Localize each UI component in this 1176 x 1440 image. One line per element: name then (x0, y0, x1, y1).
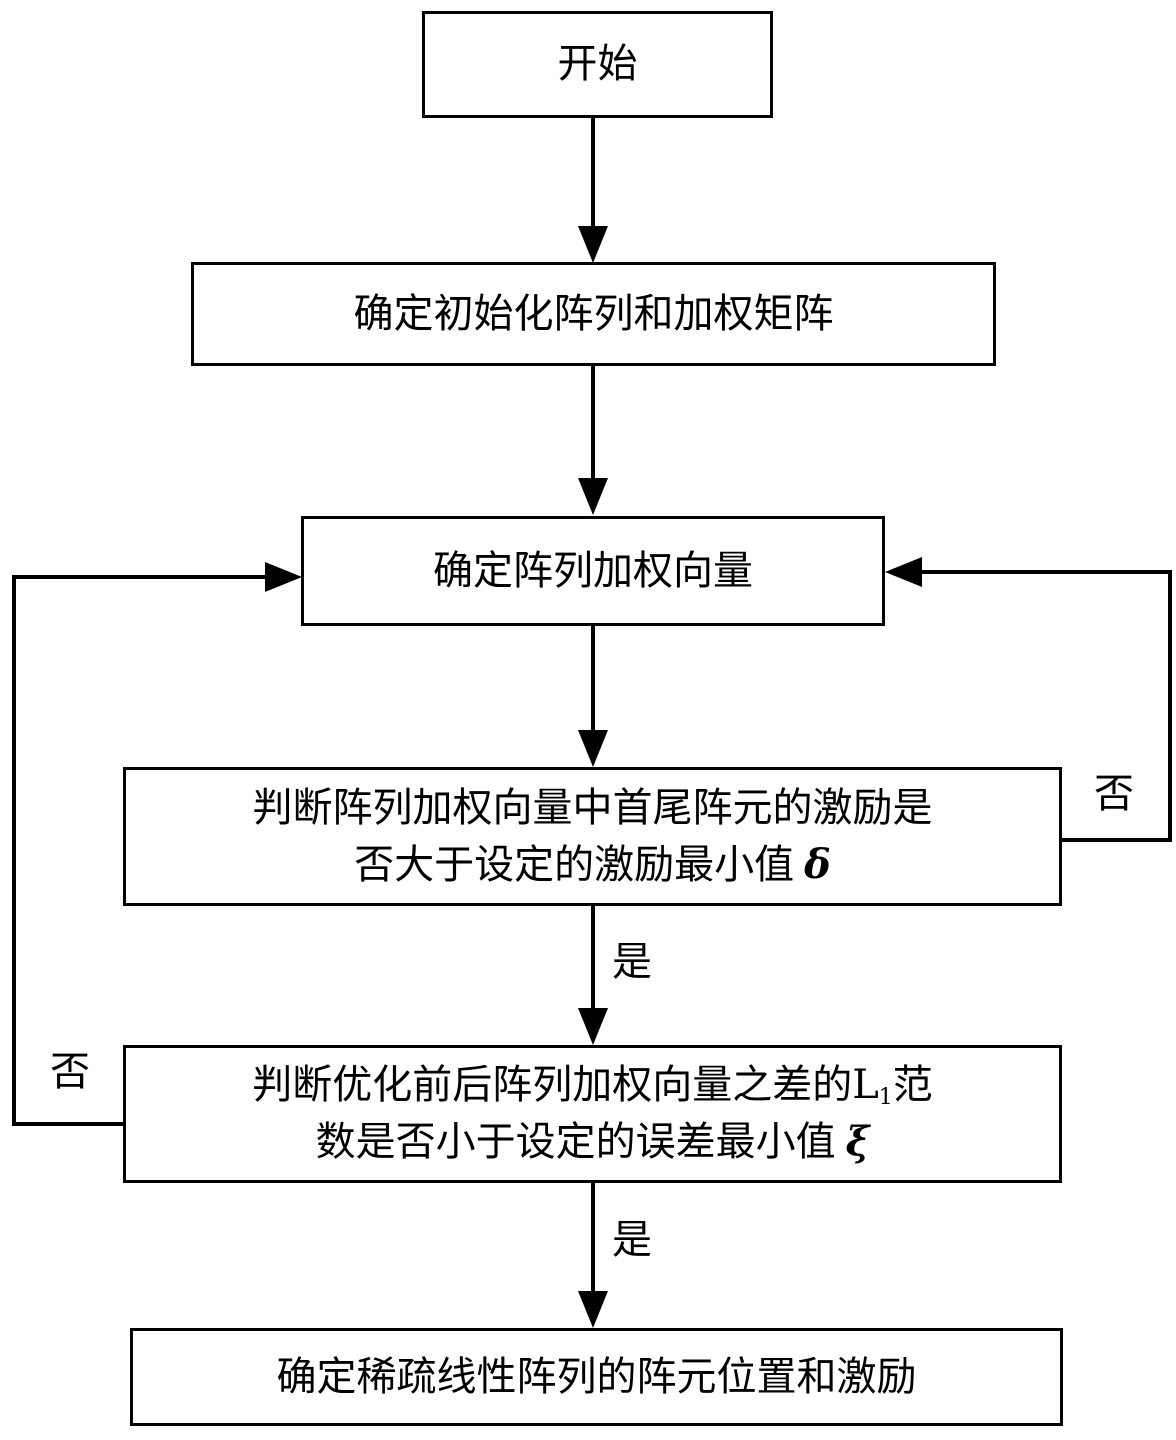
excitation-decision-line1: 判断阵列加权向量中首尾阵元的激励是 (253, 780, 933, 837)
weight-vector-label: 确定阵列加权向量 (433, 543, 753, 600)
arrowhead-start-to-init (578, 226, 608, 263)
arrowhead-excitation-to-norm (578, 1008, 608, 1045)
norm-decision-line1-suffix: 范 (893, 1062, 933, 1108)
norm-subscript: 1 (879, 1085, 893, 1110)
edge-label-excitation-no: 否 (1094, 774, 1134, 814)
result-node: 确定稀疏线性阵列的阵元位置和激励 (130, 1328, 1063, 1426)
weight-vector-node: 确定阵列加权向量 (301, 516, 885, 626)
start-label: 开始 (558, 36, 638, 93)
start-node: 开始 (422, 11, 773, 118)
excitation-decision-line2: 否大于设定的激励最小值 (354, 842, 794, 888)
norm-decision-node: 判断优化前后阵列加权向量之差的L1范 数是否小于设定的误差最小值ξ (123, 1045, 1062, 1183)
arrowhead-norm-to-result (578, 1291, 608, 1328)
norm-decision-line2-wrap: 数是否小于设定的误差最小值ξ (316, 1114, 870, 1171)
init-label: 确定初始化阵列和加权矩阵 (354, 286, 834, 343)
arrowhead-loop-excitation-no (885, 557, 922, 587)
result-label: 确定稀疏线性阵列的阵元位置和激励 (277, 1349, 917, 1406)
delta-symbol: δ (804, 841, 831, 888)
arrowhead-weight-to-excitation (578, 730, 608, 767)
arrowhead-loop-norm-no (265, 562, 302, 592)
norm-decision-line2: 数是否小于设定的误差最小值 (316, 1119, 836, 1165)
edge-label-norm-yes: 是 (612, 1220, 652, 1260)
xi-symbol: ξ (846, 1118, 870, 1165)
excitation-decision-line2-wrap: 否大于设定的激励最小值δ (354, 837, 831, 894)
excitation-decision-node: 判断阵列加权向量中首尾阵元的激励是 否大于设定的激励最小值δ (123, 767, 1062, 906)
norm-decision-line1-wrap: 判断优化前后阵列加权向量之差的L1范 (252, 1057, 933, 1114)
init-node: 确定初始化阵列和加权矩阵 (191, 262, 996, 366)
edge-label-excitation-yes: 是 (612, 942, 652, 982)
norm-decision-line1-prefix: 判断优化前后阵列加权向量之差的L (252, 1062, 879, 1108)
edge-label-norm-no: 否 (50, 1052, 90, 1092)
arrowhead-init-to-weight (578, 478, 608, 515)
